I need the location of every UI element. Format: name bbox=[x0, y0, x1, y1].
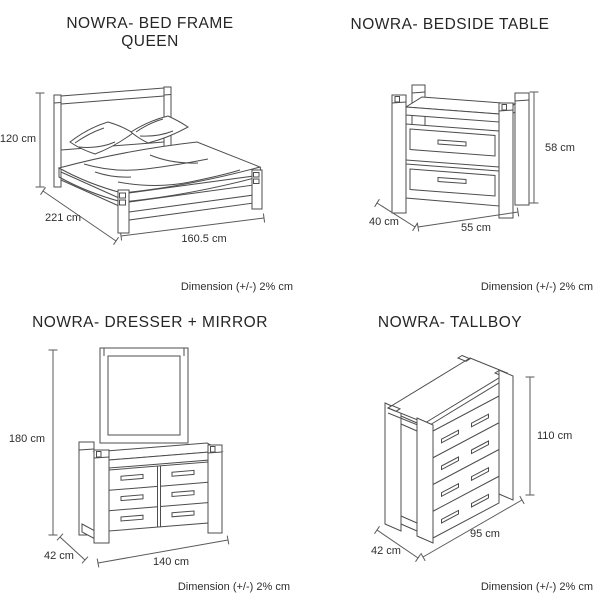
dresser-depth-label: 42 cm bbox=[44, 550, 74, 562]
dresser-width-label: 140 cm bbox=[152, 556, 190, 568]
bedside-tolerance-note: Dimension (+/-) 2% cm bbox=[480, 281, 593, 293]
bed-tolerance-note: Dimension (+/-) 2% cm bbox=[180, 281, 293, 293]
panel-bed-frame: NOWRA- BED FRAME QUEEN bbox=[0, 0, 300, 300]
tallboy-tolerance-note: Dimension (+/-) 2% cm bbox=[480, 581, 593, 593]
bed-title-line1: NOWRA- BED FRAME bbox=[66, 15, 234, 32]
tallboy-drawers bbox=[432, 395, 500, 539]
tallboy-front-right-post bbox=[498, 369, 514, 501]
tallboy-width-dimension-line bbox=[420, 495, 525, 562]
tallboy-title: NOWRA- TALLBOY bbox=[377, 314, 523, 331]
panel-bedside-table: NOWRA- BEDSIDE TABLE bbox=[300, 0, 600, 300]
bedside-title: NOWRA- BEDSIDE TABLE bbox=[350, 16, 550, 33]
dresser-drawers bbox=[108, 461, 209, 532]
bed-height-dimension-line bbox=[35, 92, 45, 188]
bed-height-label: 120 cm bbox=[0, 133, 36, 145]
panel-dresser-mirror: NOWRA- DRESSER + MIRROR bbox=[0, 300, 300, 600]
bedside-width-dimension-line bbox=[416, 207, 520, 232]
tallboy-depth-label: 42 cm bbox=[371, 545, 401, 557]
dresser-mirror-frame bbox=[99, 347, 189, 444]
tallboy-drawing bbox=[374, 354, 535, 562]
tallboy-width-label: 95 cm bbox=[470, 528, 500, 540]
bed-frame-drawing bbox=[35, 86, 266, 245]
dresser-depth-dimension-line bbox=[56, 533, 89, 564]
bed-title-line2: QUEEN bbox=[121, 33, 179, 50]
dresser-front-posts bbox=[93, 444, 223, 544]
bedside-height-dimension-line bbox=[529, 91, 539, 204]
bed-width-label: 160.5 cm bbox=[181, 233, 227, 245]
panel-tallboy: NOWRA- TALLBOY bbox=[300, 300, 600, 600]
tallboy-front-left-post bbox=[416, 417, 434, 544]
dresser-tolerance-note: Dimension (+/-) 2% cm bbox=[177, 581, 290, 593]
bedside-front-posts bbox=[391, 94, 514, 219]
bedside-depth-dimension-line bbox=[374, 198, 418, 232]
tallboy-height-label: 110 cm bbox=[537, 430, 573, 442]
bed-depth-dimension-line bbox=[40, 187, 119, 245]
dresser-title: NOWRA- DRESSER + MIRROR bbox=[32, 314, 268, 331]
dresser-height-dimension-line bbox=[48, 349, 58, 536]
bedside-height-label: 58 cm bbox=[545, 142, 575, 154]
bed-pillows bbox=[69, 115, 189, 155]
tallboy-depth-dimension-line bbox=[374, 526, 421, 562]
bedside-drawers bbox=[405, 123, 500, 207]
tallboy-back-left-post bbox=[384, 402, 402, 532]
bedside-width-label: 55 cm bbox=[461, 222, 491, 234]
tallboy-height-dimension-line bbox=[525, 376, 535, 496]
bed-base bbox=[60, 169, 263, 234]
dresser-height-label: 180 cm bbox=[8, 433, 45, 445]
dresser-back-left-post bbox=[78, 441, 98, 541]
dresser-mirror-drawing bbox=[48, 347, 230, 568]
bedside-table-drawing bbox=[374, 84, 539, 232]
bedside-depth-label: 40 cm bbox=[369, 216, 399, 228]
tallboy-side-rails bbox=[400, 415, 418, 532]
dresser-width-dimension-line bbox=[96, 535, 230, 568]
bed-depth-label: 221 cm bbox=[44, 212, 82, 224]
